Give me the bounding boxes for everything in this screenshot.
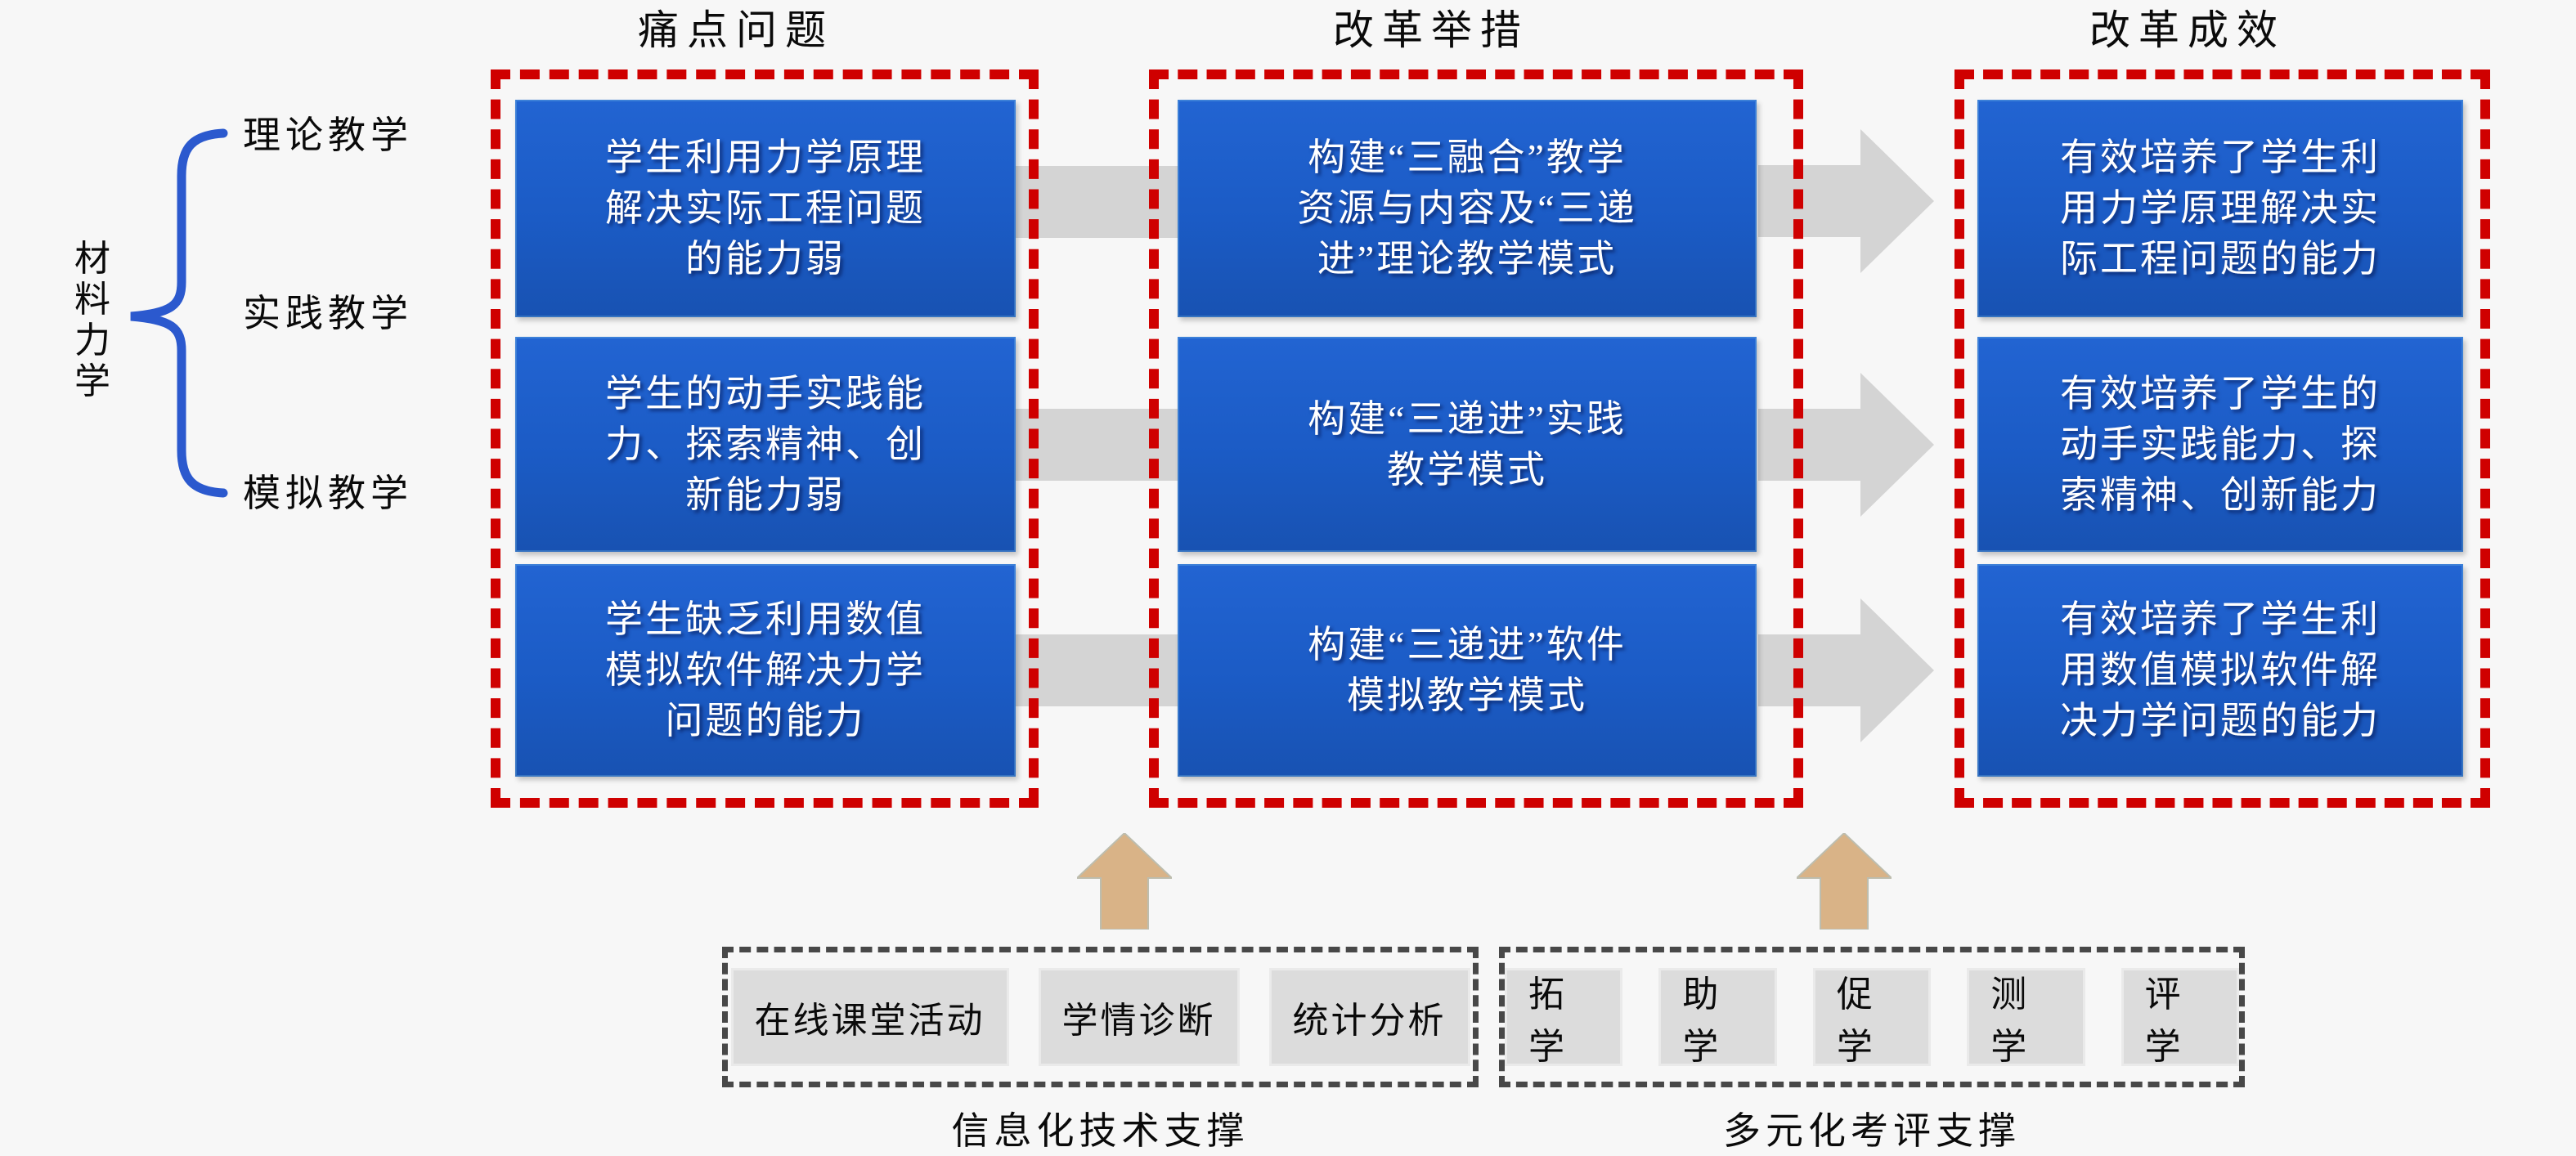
support-item-promote-learning: 促学: [1812, 968, 1932, 1067]
column-header-reform-measures: 改革举措: [1333, 7, 1529, 53]
pain-points-frame: [491, 69, 1039, 808]
measure-box-simulation: 构建“三递进”软件 模拟教学模式: [1178, 564, 1757, 777]
evaluation-support-group: 拓学 助学 促学 测学 评学: [1499, 947, 2245, 1087]
support-item-assist-learning: 助学: [1658, 968, 1777, 1067]
up-arrow-icon: [1077, 833, 1172, 930]
pain-point-box-simulation: 学生缺乏利用数值 模拟软件解决力学 问题的能力: [515, 564, 1016, 777]
pain-point-box-theory: 学生利用力学原理 解决实际工程问题 的能力弱: [515, 100, 1016, 317]
it-support-label: 信息化技术支撑: [951, 1110, 1250, 1152]
evaluation-support-label: 多元化考评支撑: [1723, 1110, 2021, 1152]
branch-label-simulation: 模拟教学: [243, 473, 413, 514]
column-header-pain-points: 痛点问题: [638, 7, 834, 53]
result-box-simulation: 有效培养了学生利 用数值模拟软件解 决力学问题的能力: [1977, 564, 2463, 777]
result-box-practice: 有效培养了学生的 动手实践能力、探 索精神、创新能力: [1977, 337, 2463, 552]
branch-label-theory: 理论教学: [243, 114, 413, 156]
up-arrow-icon: [1797, 833, 1892, 930]
curly-brace-icon: [130, 128, 228, 498]
support-item-statistics: 统计分析: [1268, 968, 1470, 1066]
reform-measures-frame: [1149, 69, 1803, 808]
support-item-evaluate-learning: 评学: [2120, 968, 2240, 1067]
measure-box-practice: 构建“三递进”实践 教学模式: [1178, 337, 1757, 552]
measure-box-theory: 构建“三融合”教学 资源与内容及“三递 进”理论教学模式: [1178, 100, 1757, 317]
branch-label-practice: 实践教学: [243, 293, 413, 334]
subject-label: 材 料 力 学: [74, 239, 110, 401]
reform-results-frame: [1954, 69, 2490, 808]
it-support-group: 在线课堂活动 学情诊断 统计分析: [722, 947, 1479, 1087]
support-item-test-learning: 测学: [1967, 968, 2085, 1067]
support-item-online-class: 在线课堂活动: [730, 968, 1009, 1066]
pain-point-box-practice: 学生的动手实践能 力、探索精神、创 新能力弱: [515, 337, 1016, 552]
support-item-learning-diagnosis: 学情诊断: [1038, 968, 1240, 1066]
result-box-theory: 有效培养了学生利 用力学原理解决实 际工程问题的能力: [1977, 100, 2463, 317]
support-item-expand-learning: 拓学: [1505, 968, 1623, 1067]
column-header-reform-results: 改革成效: [2089, 7, 2286, 53]
